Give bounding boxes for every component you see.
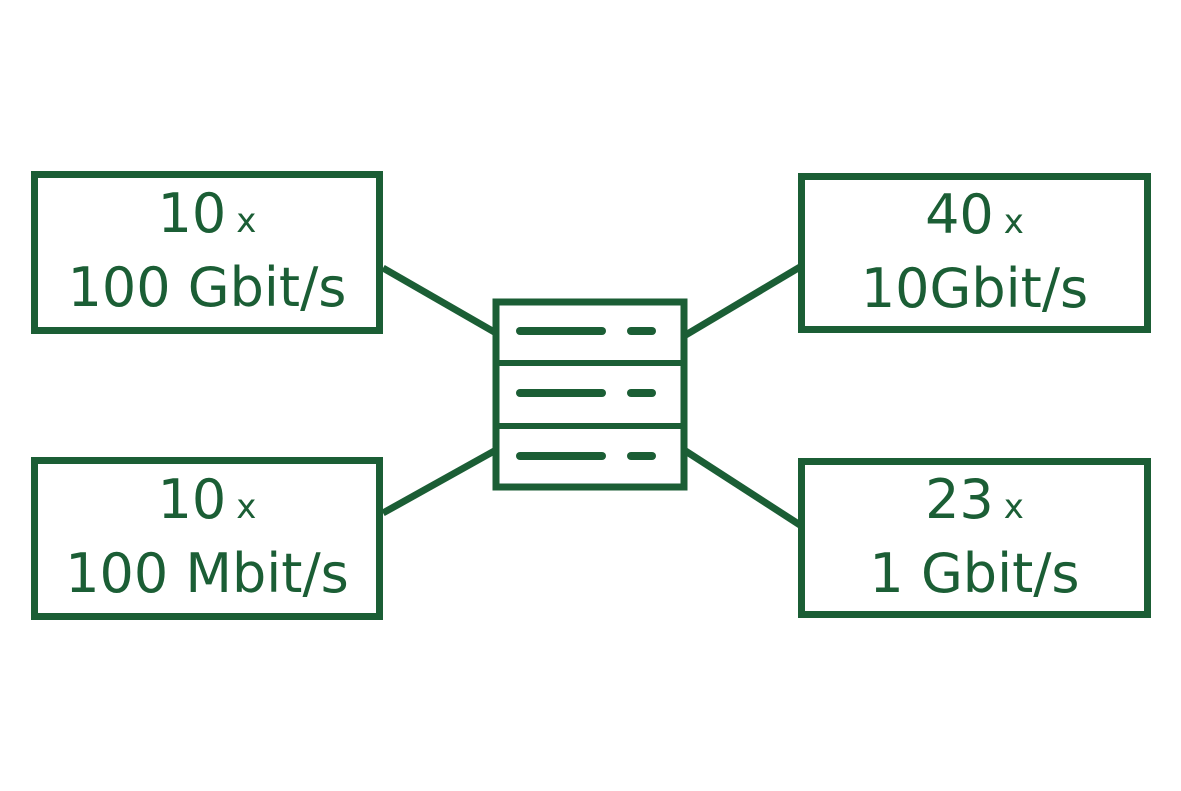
port-count: 10 <box>157 468 227 531</box>
port-speed: 100 Gbit/s <box>67 256 347 319</box>
port-multiplier: x <box>236 201 257 241</box>
server-rack-icon <box>492 298 688 491</box>
port-multiplier: x <box>1003 201 1024 242</box>
port-speed: 100 Mbit/s <box>65 542 349 605</box>
connector-line-top-left <box>381 264 498 337</box>
connector-line-top-right <box>682 263 802 340</box>
connector-line-bottom-left <box>381 446 498 517</box>
port-multiplier: x <box>236 487 257 527</box>
port-count: 10 <box>157 182 227 245</box>
connector-line-bottom-right <box>682 447 802 528</box>
port-multiplier: x <box>1003 486 1024 527</box>
port-speed: 1 Gbit/s <box>869 541 1080 605</box>
port-count: 40 <box>925 182 994 246</box>
port-count: 23 <box>925 467 994 531</box>
port-speed: 10Gbit/s <box>860 256 1089 320</box>
